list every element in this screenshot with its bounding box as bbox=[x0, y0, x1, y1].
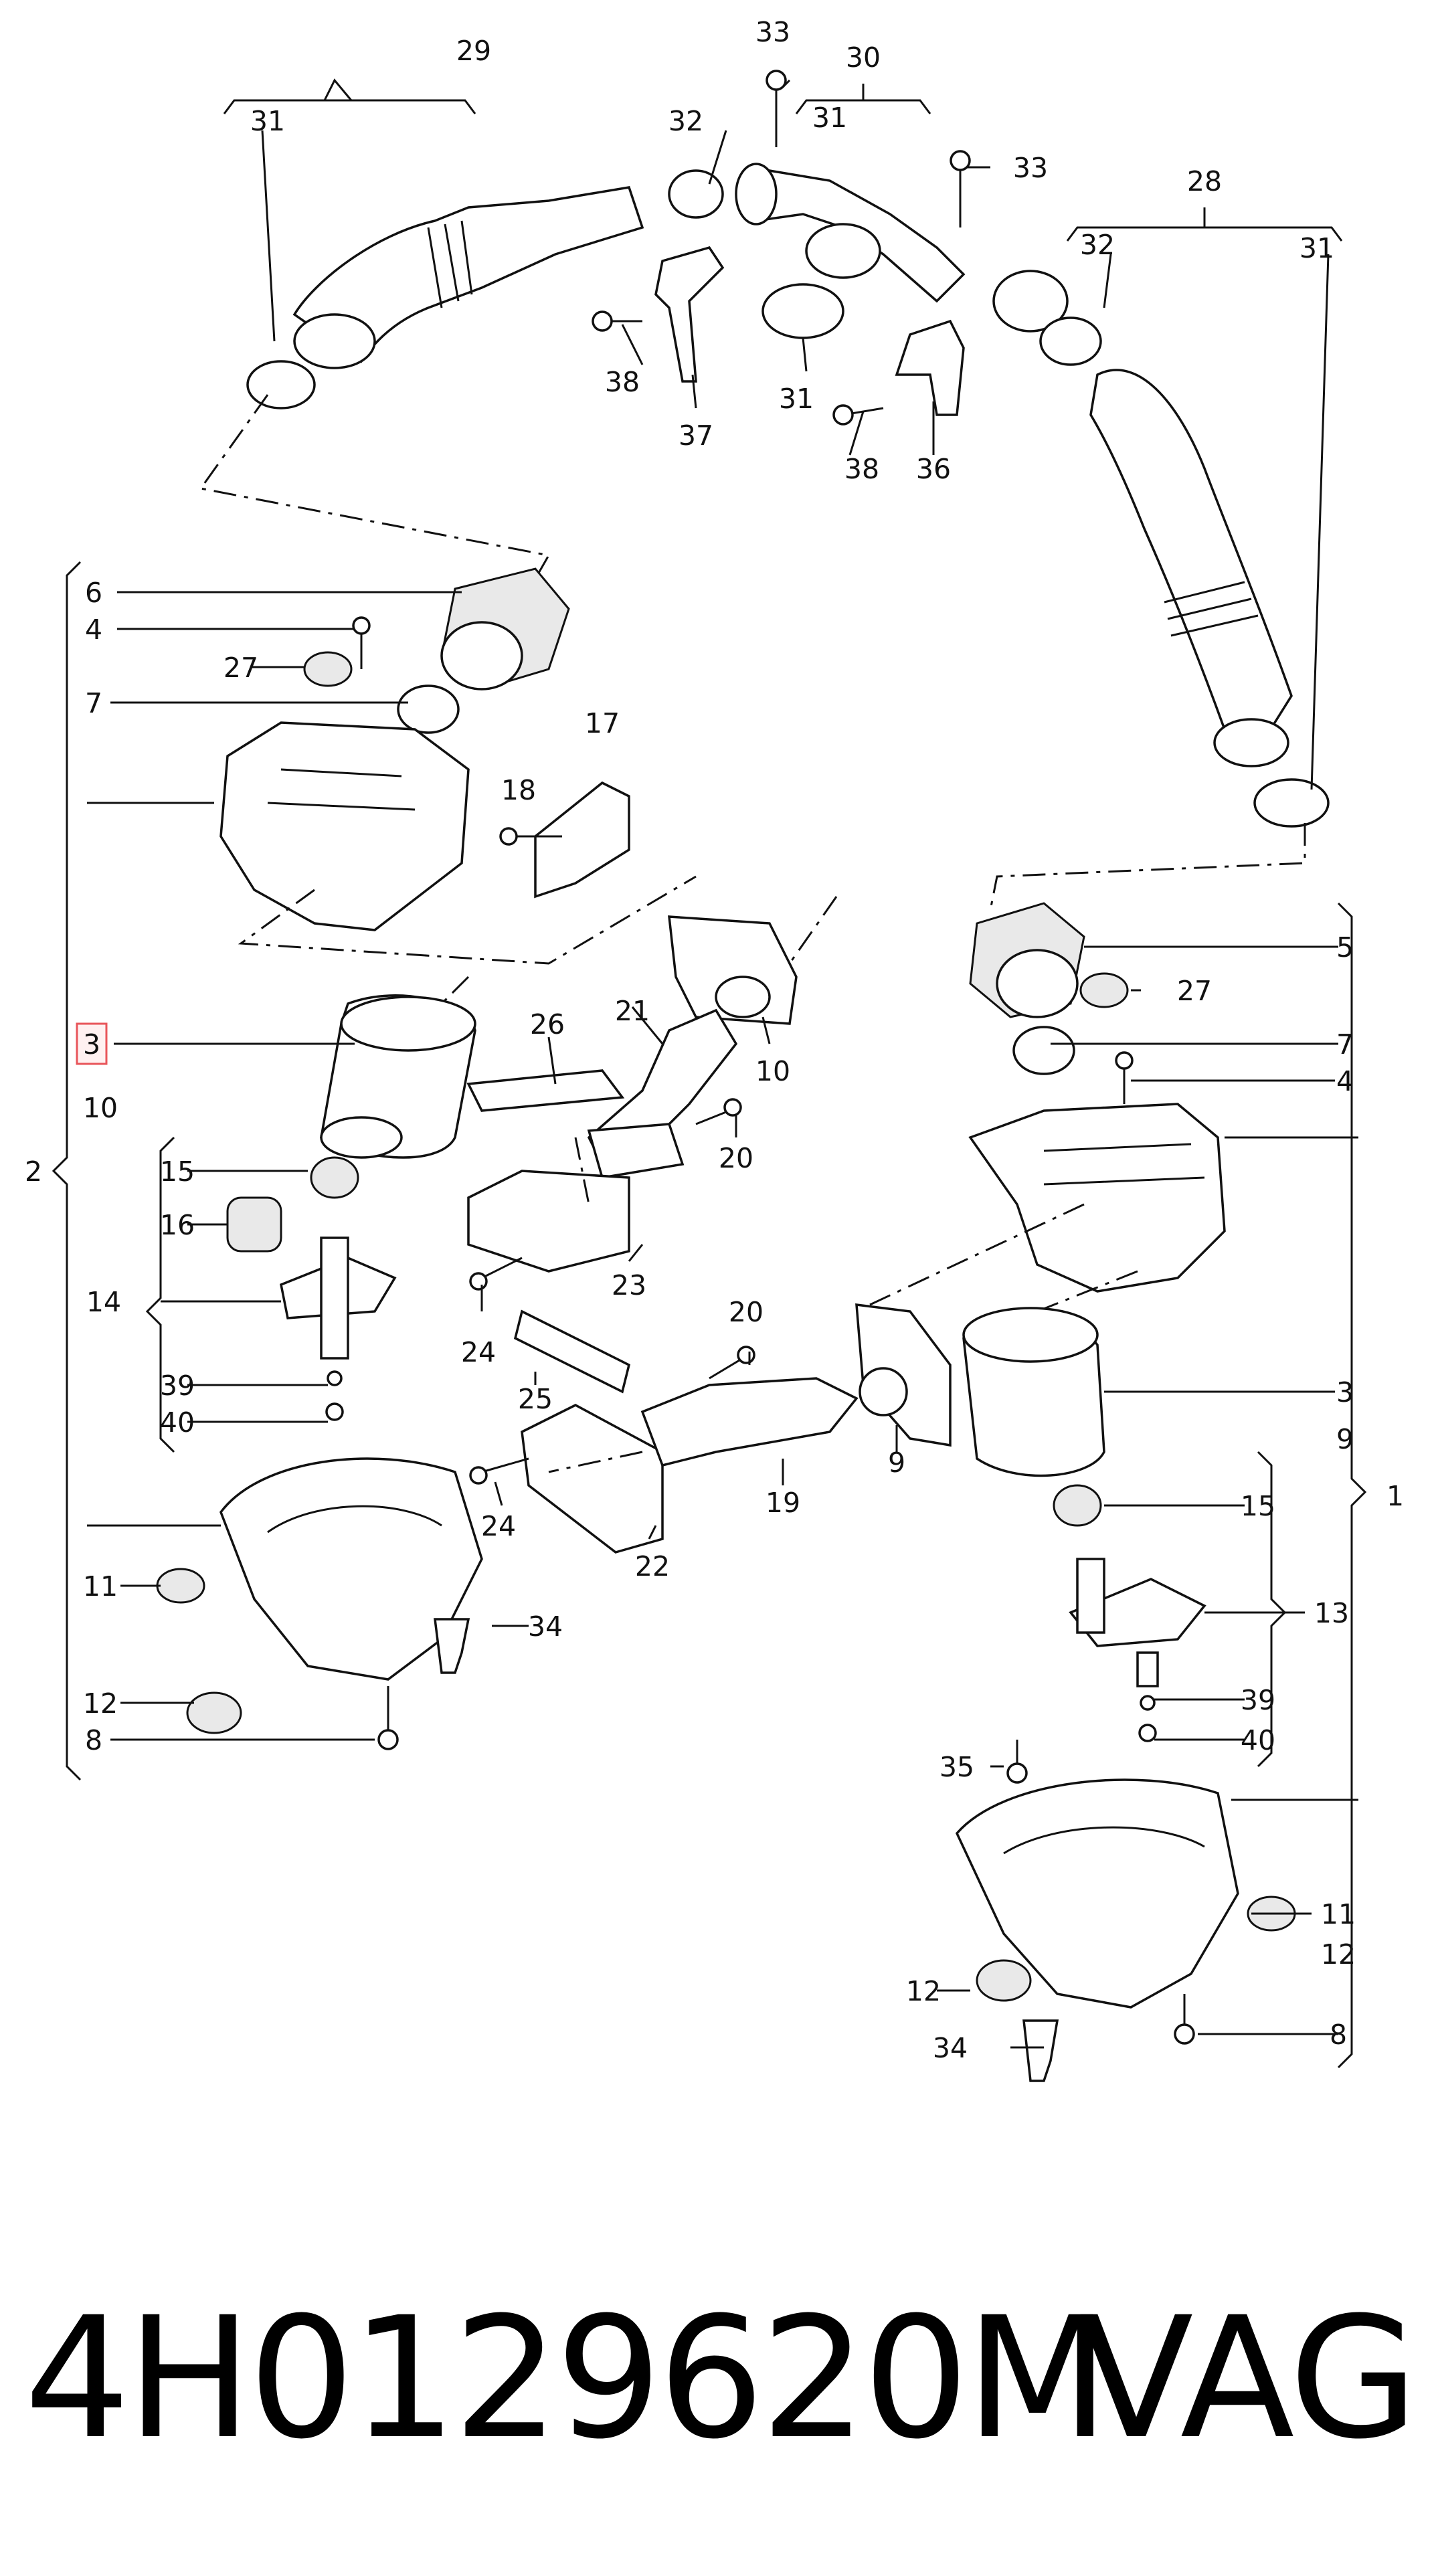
callout-21: 21 bbox=[615, 995, 650, 1027]
callout-36: 36 bbox=[916, 453, 951, 485]
callout-12: 12 bbox=[83, 1687, 118, 1720]
callout-22: 22 bbox=[635, 1550, 670, 1582]
callout-8: 8 bbox=[85, 1724, 102, 1756]
callout-3: 3 bbox=[1336, 1376, 1354, 1408]
callout-40: 40 bbox=[1241, 1724, 1275, 1756]
callout-labels: 29 33 30 31 32 31 33 28 32 31 38 31 37 3… bbox=[25, 16, 1404, 2064]
callout-31: 31 bbox=[812, 102, 847, 134]
callout-4: 4 bbox=[85, 614, 102, 646]
callout-18: 18 bbox=[501, 774, 536, 806]
top-ducts-group bbox=[199, 70, 1343, 911]
highlighted-part-marker bbox=[76, 1022, 108, 1065]
callout-30: 30 bbox=[846, 41, 881, 74]
callout-3-highlighted: 3 bbox=[83, 1028, 100, 1061]
callout-10: 10 bbox=[83, 1092, 118, 1124]
grommet-27-right bbox=[1079, 972, 1129, 1008]
callout-4: 4 bbox=[1336, 1065, 1354, 1097]
support-bracket-37 bbox=[654, 246, 725, 383]
callout-32: 32 bbox=[1080, 229, 1115, 261]
callout-39: 39 bbox=[160, 1370, 195, 1402]
callout-31: 31 bbox=[250, 105, 285, 137]
hose-clamp-31-left bbox=[246, 360, 316, 409]
duct-housing-22 bbox=[521, 1404, 664, 1554]
callout-24: 24 bbox=[481, 1510, 516, 1542]
callout-12: 12 bbox=[1321, 1938, 1356, 1970]
callout-1: 1 bbox=[1386, 1480, 1404, 1512]
airbox-upper-right bbox=[968, 1103, 1226, 1293]
grommet-12-left bbox=[186, 1691, 242, 1734]
support-bracket-36 bbox=[895, 319, 965, 416]
pin-34-right bbox=[1022, 2019, 1059, 2082]
filter-foam-16 bbox=[226, 1196, 282, 1253]
callout-11: 11 bbox=[1321, 1898, 1356, 1930]
callout-34: 34 bbox=[933, 2032, 968, 2064]
callout-26: 26 bbox=[530, 1008, 565, 1040]
callout-7: 7 bbox=[85, 687, 102, 719]
grommet-27-left bbox=[303, 651, 353, 687]
callout-20: 20 bbox=[719, 1142, 753, 1174]
airbox-upper-left bbox=[219, 721, 470, 931]
hose-clamp-31-middle bbox=[761, 283, 844, 339]
caption-bar: 4H0129620M VAG bbox=[24, 2278, 1419, 2479]
callout-5: 5 bbox=[1336, 931, 1354, 963]
airbox-lower-right bbox=[955, 1778, 1239, 2009]
mount-bracket-17 bbox=[534, 781, 630, 899]
callout-24: 24 bbox=[461, 1336, 496, 1368]
callout-16: 16 bbox=[160, 1209, 195, 1241]
callout-14: 14 bbox=[86, 1286, 121, 1318]
duct-housing-23 bbox=[467, 1170, 630, 1273]
callout-8: 8 bbox=[1330, 2019, 1347, 2051]
callout-27: 27 bbox=[1177, 975, 1212, 1007]
callout-15: 15 bbox=[160, 1156, 195, 1188]
callout-39: 39 bbox=[1241, 1684, 1275, 1716]
callout-28: 28 bbox=[1187, 165, 1222, 197]
callout-33: 33 bbox=[1013, 152, 1048, 184]
hose-clamp-32-left bbox=[668, 169, 724, 219]
callout-13: 13 bbox=[1314, 1597, 1349, 1629]
callout-17: 17 bbox=[585, 707, 620, 739]
brand-name: VAG bbox=[1079, 2281, 1419, 2476]
air-duct-19 bbox=[640, 1377, 859, 1467]
callout-23: 23 bbox=[612, 1269, 646, 1301]
center-ducts-group bbox=[466, 896, 952, 1554]
seal-ring-right bbox=[1012, 1026, 1075, 1075]
callout-40: 40 bbox=[160, 1406, 195, 1439]
callout-2: 2 bbox=[25, 1156, 42, 1188]
part-number: 4H0129620M bbox=[24, 2281, 1109, 2476]
callout-34: 34 bbox=[528, 1611, 563, 1643]
callout-12: 12 bbox=[906, 1975, 941, 2007]
callout-19: 19 bbox=[766, 1487, 800, 1519]
callout-37: 37 bbox=[679, 420, 713, 452]
callout-20: 20 bbox=[729, 1296, 764, 1328]
callout-27: 27 bbox=[223, 652, 258, 684]
callout-9: 9 bbox=[888, 1447, 905, 1479]
callout-38: 38 bbox=[844, 453, 879, 485]
callout-9: 9 bbox=[1336, 1423, 1354, 1455]
hose-clamp-31-right bbox=[1253, 778, 1330, 828]
callout-15: 15 bbox=[1241, 1490, 1275, 1522]
grommet-11-left bbox=[156, 1568, 205, 1604]
duct-cover-26 bbox=[466, 1069, 625, 1112]
intake-hose-right bbox=[1089, 369, 1293, 751]
callout-29: 29 bbox=[456, 35, 491, 67]
parts-exploded-diagram: 29 33 30 31 32 31 33 28 32 31 38 31 37 3… bbox=[25, 16, 1404, 2082]
right-airbox-assembly bbox=[869, 902, 1367, 2082]
callout-25: 25 bbox=[518, 1383, 553, 1415]
callout-31: 31 bbox=[779, 383, 814, 415]
callout-38: 38 bbox=[605, 366, 640, 398]
callout-31: 31 bbox=[1299, 232, 1334, 264]
seal-ring-left bbox=[397, 684, 460, 734]
callout-35: 35 bbox=[939, 1751, 974, 1783]
callout-6: 6 bbox=[85, 577, 102, 609]
callout-32: 32 bbox=[668, 105, 703, 137]
callout-11: 11 bbox=[83, 1570, 118, 1602]
callout-7: 7 bbox=[1336, 1028, 1354, 1061]
left-airbox-assembly bbox=[52, 561, 697, 1781]
callout-33: 33 bbox=[755, 16, 790, 48]
grommet-12-right bbox=[976, 1959, 1032, 2002]
hose-clamp-32-right bbox=[1039, 316, 1102, 366]
callout-10: 10 bbox=[755, 1055, 790, 1087]
duct-cover-25 bbox=[513, 1309, 631, 1394]
pin-34-left bbox=[434, 1618, 470, 1674]
